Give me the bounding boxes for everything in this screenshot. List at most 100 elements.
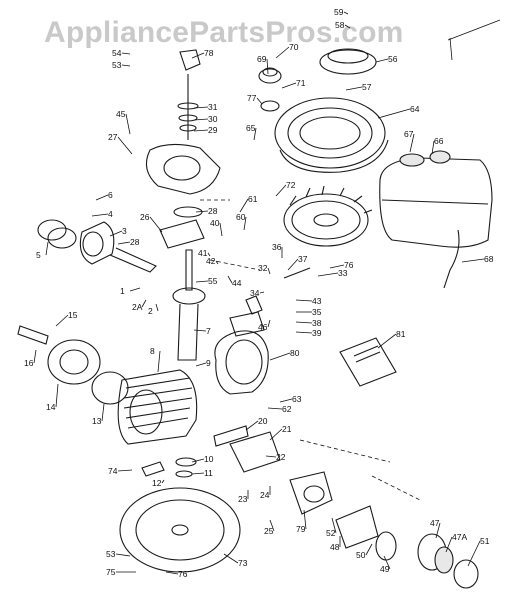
leader-line-47A: [445, 536, 453, 553]
muffler: [214, 311, 269, 395]
leader-line-74: [117, 469, 133, 472]
watermark: AppliancePartsPros.com: [44, 16, 404, 49]
callout-68: 68: [484, 254, 494, 264]
callout-47A: 47A: [452, 532, 467, 542]
callout-31: 31: [208, 102, 218, 112]
callout-21: 21: [282, 424, 292, 434]
callout-32: 32: [258, 263, 268, 273]
callout-27: 27: [108, 132, 118, 142]
carburetor: [213, 425, 333, 515]
leader-line-60: [243, 216, 247, 231]
callout-59: 59: [334, 7, 344, 17]
leader-line-41: [207, 252, 211, 257]
callout-3: 3: [122, 226, 127, 236]
callout-25: 25: [264, 526, 274, 536]
callout-39: 39: [312, 328, 322, 338]
callout-23: 23: [238, 494, 248, 504]
leader-line-16: [33, 349, 37, 364]
callout-14: 14: [46, 402, 56, 412]
leader-line-76: [165, 571, 179, 575]
callout-51: 51: [480, 536, 490, 546]
callout-62: 62: [282, 404, 292, 414]
leader-line-51: [467, 540, 481, 567]
air-filter: [335, 505, 479, 589]
leader-line-5: [45, 241, 49, 256]
callout-30: 30: [208, 114, 218, 124]
callout-52: 52: [326, 528, 336, 538]
callout-65: 65: [246, 123, 256, 133]
side-cover: [17, 325, 129, 405]
callout-75: 75: [106, 567, 116, 577]
leader-line-78: [191, 52, 205, 59]
callout-72: 72: [286, 180, 296, 190]
leader-line-47: [435, 522, 441, 539]
leader-line-57: [345, 86, 363, 91]
callout-47: 47: [430, 518, 440, 528]
leader-line-49: [383, 555, 391, 570]
callout-69: 69: [257, 54, 267, 64]
callout-43: 43: [312, 296, 322, 306]
callout-20: 20: [258, 416, 268, 426]
callout-63: 63: [292, 394, 302, 404]
fan-cap: [319, 48, 377, 75]
callout-2: 2: [148, 306, 153, 316]
leader-line-65: [253, 127, 257, 141]
callout-35: 35: [312, 307, 322, 317]
callout-8: 8: [150, 346, 155, 356]
leader-line-63: [279, 398, 293, 403]
leader-line-38: [295, 321, 313, 324]
leader-line-26: [149, 216, 163, 233]
leader-line-6: [95, 194, 109, 201]
crankcase: [145, 49, 221, 195]
callout-57: 57: [362, 82, 372, 92]
callout-67: 67: [404, 129, 414, 139]
callout-79: 79: [296, 524, 306, 534]
leader-line-45: [125, 113, 131, 135]
callout-45: 45: [116, 109, 126, 119]
leader-line-31: [193, 106, 209, 109]
leader-line-61: [239, 198, 249, 213]
callout-76: 76: [178, 569, 188, 579]
callout-61: 61: [248, 194, 258, 204]
leader-line-42: [215, 260, 219, 265]
callout-71: 71: [296, 78, 306, 88]
gaskets: [141, 219, 311, 478]
cylinder: [117, 369, 198, 445]
callout-50: 50: [356, 550, 366, 560]
callout-16: 16: [24, 358, 34, 368]
base-plate: [119, 487, 241, 573]
leader-line-64: [377, 108, 411, 119]
leader-line-50: [365, 543, 373, 556]
manual-booklet: [339, 337, 397, 387]
callout-41: 41: [198, 248, 208, 258]
leader-line-73: [223, 553, 239, 564]
leader-line-58: [344, 24, 351, 29]
leader-line-33: [317, 272, 339, 277]
callout-58: 58: [335, 20, 345, 30]
leader-line-14: [55, 383, 59, 408]
leader-line-56: [375, 58, 389, 63]
leader-line-79: [303, 509, 307, 530]
callout-9: 9: [206, 358, 211, 368]
leader-line-53a: [121, 64, 131, 67]
callout-labels: 5958565754537869707177313029452764656766…: [24, 7, 494, 579]
callout-54: 54: [112, 48, 122, 58]
leader-line-62: [267, 407, 283, 410]
callout-53a: 53: [112, 60, 122, 70]
callout-15: 15: [68, 310, 78, 320]
callout-78: 78: [204, 48, 214, 58]
leader-line-43: [295, 299, 313, 302]
leader-line-34: [259, 291, 265, 294]
piston: [37, 219, 157, 273]
leader-line-72: [275, 184, 287, 197]
leader-line-2A: [141, 299, 147, 308]
leader-line-15: [55, 314, 69, 327]
leader-line-10: [191, 458, 205, 463]
leader-line-11: [191, 472, 205, 475]
leader-line-8: [157, 350, 161, 373]
leader-line-7: [193, 329, 207, 332]
leader-line-55: [195, 280, 209, 283]
starter-housing: [274, 97, 389, 173]
